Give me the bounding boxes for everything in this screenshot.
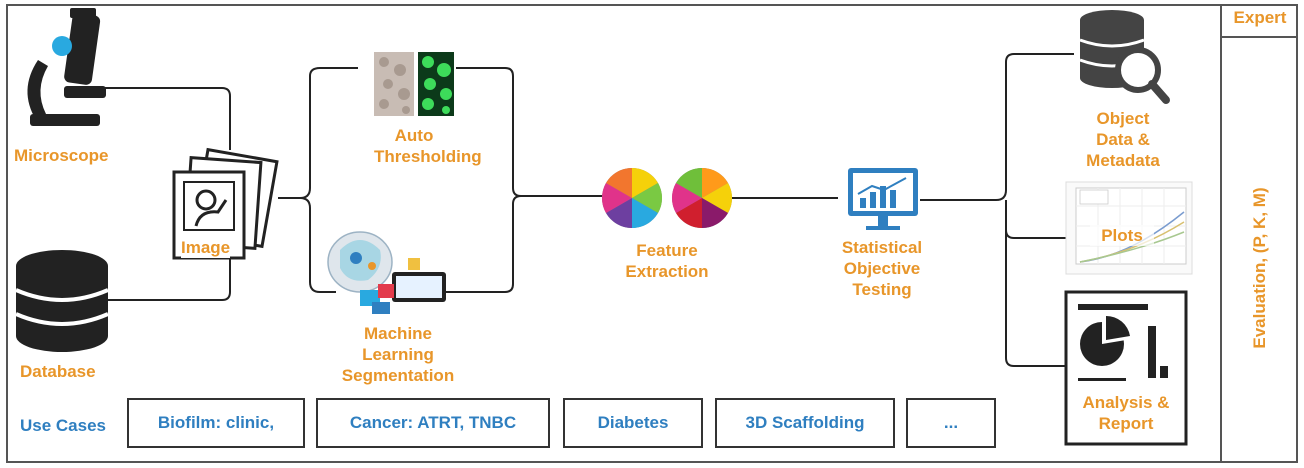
threshold-tiles-icon [374, 52, 454, 116]
sidebar-divider [1220, 4, 1222, 463]
image-label: Image [181, 237, 231, 258]
ml-segmentation-label: Machine Learning Segmentation [341, 324, 455, 385]
diagram-frame [6, 4, 1298, 463]
use-cases-title: Use Cases [20, 416, 107, 435]
expert-header: Expert [1233, 8, 1287, 27]
monitor-chart-icon [848, 168, 918, 230]
connector-lines [100, 53, 1074, 367]
sidebar-header-divider [1222, 36, 1298, 38]
evaluation-label: Evaluation, (P, K, M) [1250, 187, 1269, 349]
microscope-label: Microscope [14, 146, 109, 165]
object-data-label: Object Data & Metadata [1086, 109, 1160, 170]
color-wheel-icon [671, 168, 733, 229]
use-case-more: ... [906, 398, 996, 448]
color-wheel-icon [601, 168, 663, 229]
auto-thresholding-label: Auto Thresholding [374, 126, 482, 166]
plots-label: Plots [1090, 225, 1154, 246]
feature-extraction-label: Feature Extraction [625, 241, 709, 281]
database-label: Database [20, 362, 96, 381]
use-case-cancer: Cancer: ATRT, TNBC [316, 398, 550, 448]
report-label: Analysis & Report [1082, 393, 1170, 433]
microscope-icon [27, 8, 106, 126]
use-case-3d-scaffolding: 3D Scaffolding [715, 398, 895, 448]
report-icon [1064, 290, 1188, 446]
database-search-icon [1079, 10, 1170, 104]
use-case-diabetes: Diabetes [563, 398, 703, 448]
database-icon [15, 250, 109, 352]
ml-segmentation-icon [327, 231, 446, 314]
statistical-testing-label: Statistical Objective Testing [841, 238, 923, 299]
use-case-biofilm: Biofilm: clinic, [127, 398, 305, 448]
